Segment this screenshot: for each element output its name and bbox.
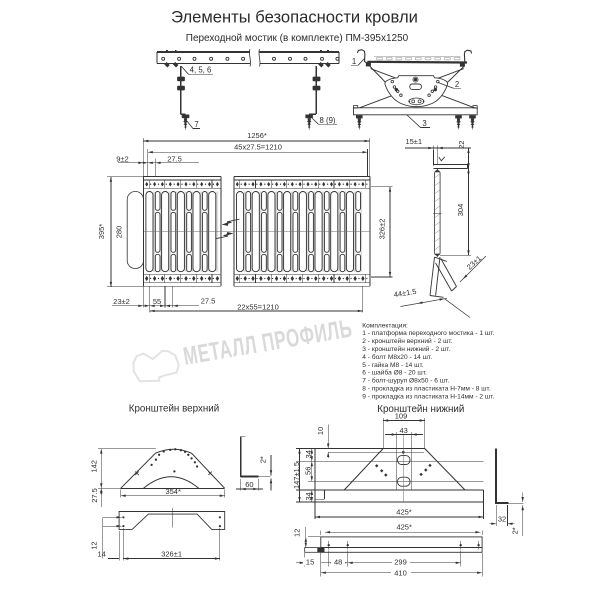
svg-text:425*: 425* bbox=[396, 507, 412, 516]
svg-text:299: 299 bbox=[394, 557, 407, 566]
svg-text:27.5: 27.5 bbox=[90, 488, 99, 503]
svg-text:22: 22 bbox=[457, 141, 466, 149]
svg-text:2*: 2* bbox=[258, 456, 267, 463]
svg-text:34: 34 bbox=[304, 492, 313, 500]
svg-text:7: 7 bbox=[194, 120, 198, 129]
svg-text:Переходной мостик (в комплекте: Переходной мостик (в комплекте) ПМ-395х1… bbox=[186, 33, 409, 44]
svg-text:15: 15 bbox=[306, 557, 314, 566]
svg-text:22х55=1210: 22х55=1210 bbox=[237, 302, 279, 311]
svg-text:23±2: 23±2 bbox=[113, 297, 130, 306]
svg-text:60: 60 bbox=[245, 480, 253, 489]
svg-text:9 - прокладка из пластиката Н-: 9 - прокладка из пластиката Н-14мм - 2 ш… bbox=[362, 393, 494, 400]
svg-text:9±2: 9±2 bbox=[116, 154, 128, 163]
svg-text:354*: 354* bbox=[165, 487, 181, 496]
svg-text:44±1.5: 44±1.5 bbox=[393, 287, 417, 299]
svg-text:55: 55 bbox=[153, 297, 161, 306]
svg-text:8 (9): 8 (9) bbox=[319, 116, 335, 125]
svg-text:5 - гайка М8 - 14 шт.: 5 - гайка М8 - 14 шт. bbox=[362, 361, 423, 369]
svg-text:32: 32 bbox=[498, 514, 506, 523]
svg-text:12: 12 bbox=[293, 529, 302, 537]
svg-text:45х27.5=1210: 45х27.5=1210 bbox=[234, 142, 282, 151]
svg-text:Элементы безопасности кровли: Элементы безопасности кровли bbox=[171, 8, 418, 27]
svg-text:2*: 2* bbox=[511, 527, 520, 534]
svg-text:326±2: 326±2 bbox=[377, 219, 386, 240]
svg-text:27.5: 27.5 bbox=[201, 296, 216, 305]
svg-text:142: 142 bbox=[89, 460, 98, 473]
svg-text:2 - кронштейн верхний - 2 шт.: 2 - кронштейн верхний - 2 шт. bbox=[362, 337, 452, 345]
svg-text:4 - болт М8х20 - 14 шт.: 4 - болт М8х20 - 14 шт. bbox=[362, 353, 432, 361]
svg-text:27.5: 27.5 bbox=[167, 154, 182, 163]
svg-text:15±1: 15±1 bbox=[405, 137, 422, 146]
svg-text:4, 5, 6: 4, 5, 6 bbox=[190, 66, 212, 75]
svg-text:6 - шайба Ø8 - 20 шт.: 6 - шайба Ø8 - 20 шт. bbox=[362, 369, 427, 377]
svg-text:3 - кронштейн нижний - 2 шт.: 3 - кронштейн нижний - 2 шт. bbox=[362, 345, 450, 353]
svg-text:425*: 425* bbox=[396, 523, 412, 532]
svg-text:Комплектация:: Комплектация: bbox=[362, 322, 408, 329]
svg-text:56: 56 bbox=[304, 467, 313, 475]
svg-text:1: 1 bbox=[352, 57, 356, 66]
svg-text:109: 109 bbox=[395, 411, 408, 420]
svg-text:395*: 395* bbox=[97, 224, 106, 240]
svg-text:14: 14 bbox=[98, 550, 106, 559]
svg-text:48: 48 bbox=[334, 557, 342, 566]
svg-text:1256*: 1256* bbox=[247, 131, 267, 140]
svg-text:Кронштейн нижний: Кронштейн нижний bbox=[377, 404, 464, 415]
svg-text:280: 280 bbox=[115, 226, 124, 239]
svg-text:410: 410 bbox=[394, 569, 407, 578]
svg-text:34: 34 bbox=[304, 450, 313, 458]
svg-text:7 - болт-шуруп Ø8х50 - 6 шт.: 7 - болт-шуруп Ø8х50 - 6 шт. bbox=[362, 377, 449, 385]
svg-text:326±1: 326±1 bbox=[161, 550, 182, 559]
svg-text:1 - платформа переходного мост: 1 - платформа переходного мостика - 1 шт… bbox=[362, 330, 494, 337]
svg-text:10: 10 bbox=[316, 427, 325, 435]
svg-text:147±1.5: 147±1.5 bbox=[292, 462, 301, 489]
svg-text:304: 304 bbox=[456, 204, 465, 217]
svg-text:43: 43 bbox=[400, 426, 408, 435]
svg-text:8 - прокладка из пластиката Н-: 8 - прокладка из пластиката Н-7мм - 8 шт… bbox=[362, 386, 491, 393]
svg-text:12: 12 bbox=[89, 541, 98, 549]
svg-text:2: 2 bbox=[455, 80, 459, 89]
svg-text:Кронштейн верхний: Кронштейн верхний bbox=[129, 403, 219, 414]
svg-text:3: 3 bbox=[422, 119, 426, 128]
